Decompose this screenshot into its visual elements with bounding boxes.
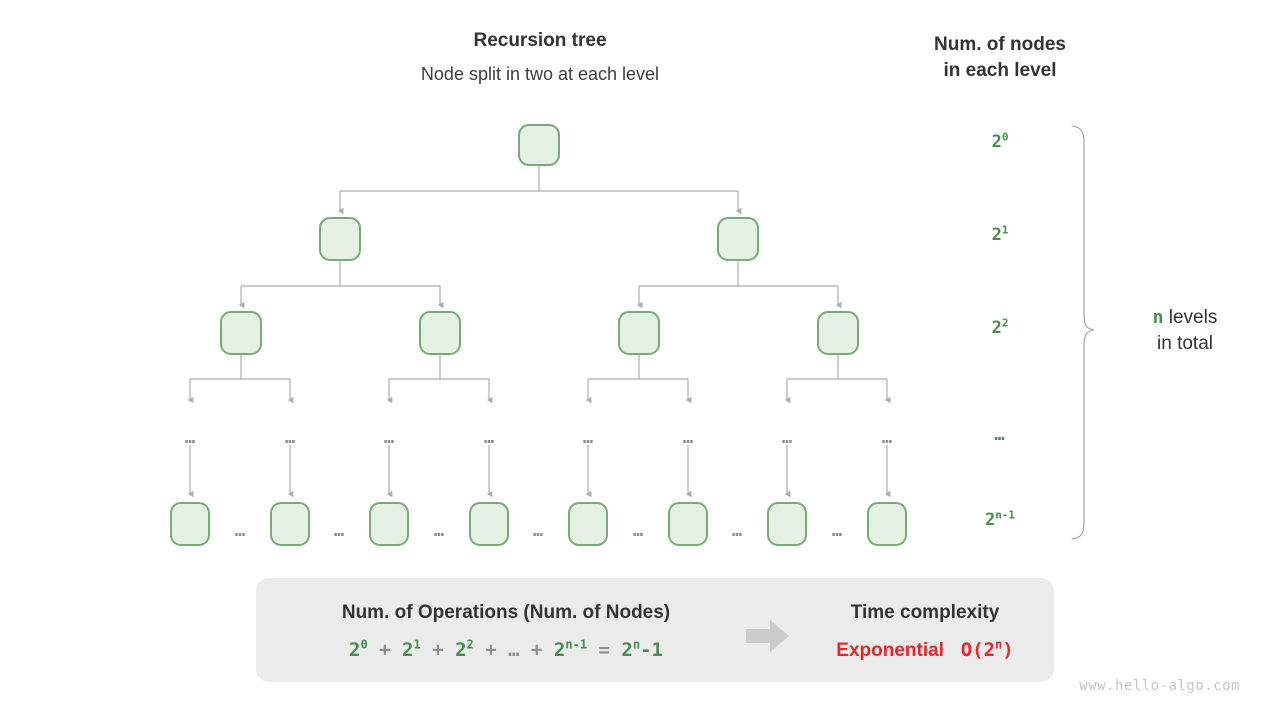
tree-ellipsis: … <box>185 428 195 448</box>
page-subtitle: Node split in two at each level <box>420 64 660 84</box>
total-levels-line2: in total <box>1157 333 1213 354</box>
tree-ellipsis: … <box>285 428 295 448</box>
tree-node <box>419 311 461 355</box>
tree-ellipsis: … <box>484 428 494 448</box>
level-count-last: 2n-1 <box>984 508 1016 530</box>
tree-node-root <box>518 124 560 166</box>
node-count-heading-line1: Num. of nodes <box>934 34 1066 55</box>
tree-ellipsis-gap: … <box>832 521 842 541</box>
tree-ellipsis-gap: … <box>633 521 643 541</box>
tree-ellipsis: … <box>782 428 792 448</box>
tree-node <box>767 502 807 546</box>
tree-ellipsis: … <box>683 428 693 448</box>
operations-formula: 20 + 21 + 22 + … + 2n-1 = 2n-1 <box>349 637 663 661</box>
time-complexity-heading: Time complexity <box>850 602 1000 623</box>
operations-heading: Num. of Operations (Num. of Nodes) <box>341 602 671 623</box>
summary-panel <box>256 578 1054 682</box>
level-count-2: 22 <box>991 316 1009 338</box>
tree-node <box>469 502 509 546</box>
level-count-ellipsis: … <box>994 425 1006 445</box>
tree-node <box>568 502 608 546</box>
tree-ellipsis: … <box>583 428 593 448</box>
tree-ellipsis-gap: … <box>334 521 344 541</box>
tree-node <box>618 311 660 355</box>
tree-ellipsis-gap: … <box>434 521 444 541</box>
tree-node <box>170 502 210 546</box>
right-arrow-icon <box>746 620 789 652</box>
tree-ellipsis: … <box>882 428 892 448</box>
n-symbol: n <box>1152 307 1164 328</box>
tree-node <box>717 217 759 261</box>
time-complexity-value: Exponential O(2n) <box>800 639 1050 662</box>
tree-node <box>867 502 907 546</box>
level-count-1: 21 <box>991 223 1009 245</box>
tree-ellipsis-gap: … <box>732 521 742 541</box>
tree-node <box>319 217 361 261</box>
levels-brace <box>1071 125 1095 540</box>
tree-node <box>369 502 409 546</box>
tree-ellipsis: … <box>384 428 394 448</box>
complexity-notation: O(2n) <box>949 637 1014 661</box>
tree-node <box>817 311 859 355</box>
complexity-word: Exponential <box>836 640 944 661</box>
page-title: Recursion tree <box>473 30 607 51</box>
tree-node <box>668 502 708 546</box>
tree-node <box>220 311 262 355</box>
watermark: www.hello-algo.com <box>1079 678 1240 694</box>
total-levels-note: n levels in total <box>1110 305 1260 357</box>
tree-ellipsis-gap: … <box>235 521 245 541</box>
tree-ellipsis-gap: … <box>533 521 543 541</box>
level-count-0: 20 <box>991 130 1009 152</box>
tree-node <box>270 502 310 546</box>
node-count-heading-line2: in each level <box>943 60 1057 81</box>
total-levels-line1: levels <box>1163 307 1218 328</box>
